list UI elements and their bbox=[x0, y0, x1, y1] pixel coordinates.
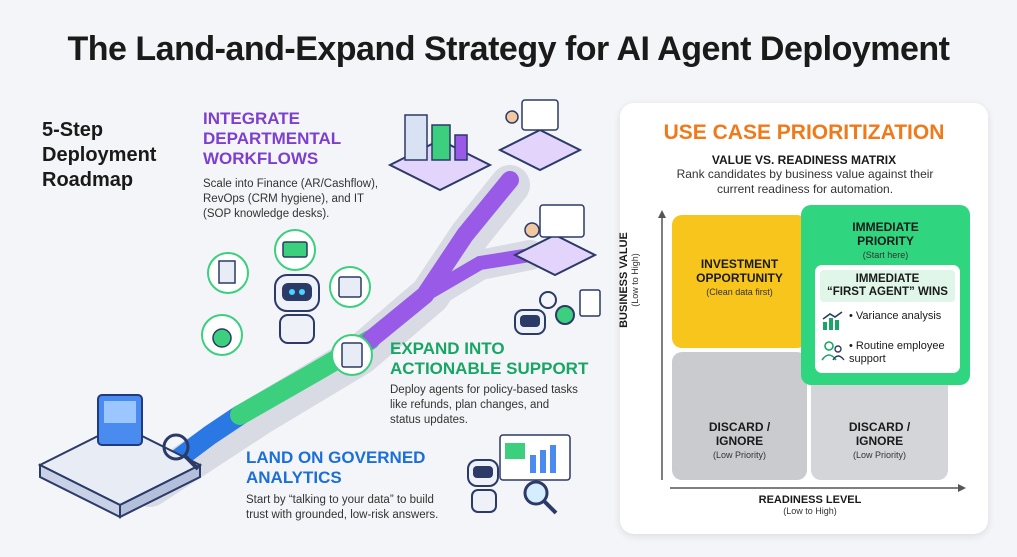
checklist-icon bbox=[331, 334, 373, 376]
roadmap-heading-line: 5-Step bbox=[42, 119, 104, 141]
quadrant-label-line: DISCARD / bbox=[708, 420, 771, 434]
quadrant-label-line: DISCARD / bbox=[848, 420, 911, 434]
win-item-text: • Routine employee support bbox=[849, 340, 945, 366]
quadrant-label-line: PRIORITY bbox=[857, 234, 914, 248]
stage-integrate-desc: Scale into Finance (AR/Cashflow), RevOps… bbox=[203, 177, 403, 222]
page-title: The Land-and-Expand Strategy for AI Agen… bbox=[67, 30, 951, 68]
roadmap-heading-line: Roadmap bbox=[42, 169, 134, 191]
money-icon bbox=[274, 229, 316, 271]
win-item: • Routine employee support bbox=[815, 338, 960, 368]
first-agent-wins-title: IMMEDIATE “FIRST AGENT” WINS bbox=[820, 270, 955, 302]
stage-expand-title: EXPAND INTO ACTIONABLE SUPPORT bbox=[390, 339, 605, 379]
stage-title-line: DEPARTMENTAL bbox=[203, 129, 342, 148]
buildings-platform-icon bbox=[387, 114, 493, 192]
quadrant-sublabel: (Low Priority) bbox=[852, 450, 906, 460]
quadrant-label: INVESTMENT OPPORTUNITY bbox=[672, 257, 807, 285]
stage-title-line: WORKFLOWS bbox=[203, 149, 319, 168]
gears-robot-icon bbox=[514, 289, 601, 335]
document-check-icon bbox=[207, 252, 249, 294]
presentation-platform-icon bbox=[497, 99, 583, 172]
win-item: • Variance analysis bbox=[815, 308, 960, 334]
win-item-text: • Variance analysis bbox=[849, 310, 941, 323]
support-platform-icon bbox=[512, 204, 598, 277]
quadrant-label-line: IGNORE bbox=[855, 434, 904, 448]
quadrant-sublabel: (Start here) bbox=[862, 250, 909, 260]
stage-desc-line: like refunds, plan changes, and bbox=[390, 399, 550, 411]
y-axis-subtitle: (Low to High) bbox=[630, 253, 640, 307]
stage-title-line: INTEGRATE bbox=[203, 109, 300, 128]
stage-desc-line: Deploy agents for policy-based tasks bbox=[390, 384, 578, 396]
matrix-title: VALUE VS. READINESS MATRIX bbox=[711, 153, 897, 167]
stage-expand-desc: Deploy agents for policy-based tasks lik… bbox=[390, 383, 605, 428]
stage-desc-line: RevOps (CRM hygiene), and IT bbox=[203, 193, 365, 205]
stage-desc-line: (SOP knowledge desks). bbox=[203, 208, 330, 220]
stage-integrate: INTEGRATE DEPARTMENTAL WORKFLOWS Scale i… bbox=[203, 109, 403, 222]
stage-desc-line: Start by “talking to your data” to build bbox=[246, 494, 434, 506]
roadmap-illustration bbox=[37, 99, 601, 519]
road-branch-integrate bbox=[418, 248, 537, 302]
x-axis-subtitle: (Low to High) bbox=[783, 506, 837, 516]
quadrant-label: DISCARD / IGNORE bbox=[811, 420, 948, 448]
calendar-icon bbox=[329, 266, 371, 308]
win-item-line: • Routine employee bbox=[849, 340, 945, 352]
quadrant-label-line: IGNORE bbox=[715, 434, 764, 448]
win-item-line: support bbox=[849, 353, 886, 365]
quadrant-sublabel: (Clean data first) bbox=[706, 287, 773, 297]
stage-desc-line: trust with grounded, low-risk answers. bbox=[246, 509, 439, 521]
quadrant-label-line: IMMEDIATE bbox=[852, 220, 919, 234]
stage-integrate-title: INTEGRATE DEPARTMENTAL WORKFLOWS bbox=[203, 109, 403, 169]
y-axis-label: BUSINESS VALUE (Low to High) bbox=[618, 220, 640, 340]
stage-desc-line: Scale into Finance (AR/Cashflow), bbox=[203, 178, 379, 190]
first-agent-wins-box: IMMEDIATE “FIRST AGENT” WINS • Variance … bbox=[815, 265, 960, 373]
chart-icon bbox=[822, 311, 843, 330]
stage-title-line: EXPAND INTO bbox=[390, 339, 505, 358]
quadrant-investment: INVESTMENT OPPORTUNITY (Clean data first… bbox=[672, 215, 807, 348]
roadmap-heading: 5-Step Deployment Roadmap bbox=[42, 118, 156, 193]
x-axis-arrow-icon bbox=[958, 484, 966, 492]
road-segment-integrate bbox=[361, 171, 519, 349]
x-axis-title: READINESS LEVEL bbox=[758, 494, 862, 506]
quadrant-discard-low: DISCARD / IGNORE (Low Priority) bbox=[672, 352, 807, 480]
matrix-desc-line: Rank candidates by business value agains… bbox=[676, 167, 934, 181]
stage-desc-line: status updates. bbox=[390, 414, 468, 426]
prioritization-title: USE CASE PRIORITIZATION bbox=[663, 121, 945, 144]
stage-expand: EXPAND INTO ACTIONABLE SUPPORT Deploy ag… bbox=[390, 339, 605, 428]
win-item-line: • Variance analysis bbox=[849, 310, 942, 322]
server-platform-icon bbox=[37, 394, 203, 519]
quadrant-label-line: INVESTMENT bbox=[700, 257, 779, 271]
quadrant-label: DISCARD / IGNORE bbox=[672, 420, 807, 448]
stage-title-line: ANALYTICS bbox=[246, 468, 342, 487]
robot-icon bbox=[274, 274, 320, 344]
stage-title-line: LAND ON GOVERNED bbox=[246, 448, 426, 467]
quadrant-label: IMMEDIATE PRIORITY bbox=[801, 220, 970, 248]
money-bag-icon bbox=[201, 314, 243, 356]
wins-title-line: “FIRST AGENT” WINS bbox=[827, 286, 948, 298]
analytics-robot-icon bbox=[467, 434, 571, 515]
matrix-desc-line: current readiness for automation. bbox=[716, 182, 894, 196]
x-axis-label: READINESS LEVEL (Low to High) bbox=[730, 494, 890, 516]
stage-land-title: LAND ON GOVERNED ANALYTICS bbox=[246, 448, 466, 488]
quadrant-sublabel: (Low Priority) bbox=[712, 450, 766, 460]
y-axis-arrow-icon bbox=[658, 210, 666, 218]
quadrant-label-line: OPPORTUNITY bbox=[696, 271, 783, 285]
people-icon bbox=[821, 341, 845, 361]
stage-land: LAND ON GOVERNED ANALYTICS Start by “tal… bbox=[246, 448, 466, 523]
matrix-axes bbox=[658, 210, 966, 492]
roadmap-heading-line: Deployment bbox=[42, 144, 157, 166]
matrix-description: Rank candidates by business value agains… bbox=[660, 167, 950, 197]
wins-title-line: IMMEDIATE bbox=[855, 273, 920, 285]
stage-land-desc: Start by “talking to your data” to build… bbox=[246, 493, 466, 523]
stage-title-line: ACTIONABLE SUPPORT bbox=[390, 359, 589, 378]
y-axis-title: BUSINESS VALUE bbox=[618, 232, 630, 328]
